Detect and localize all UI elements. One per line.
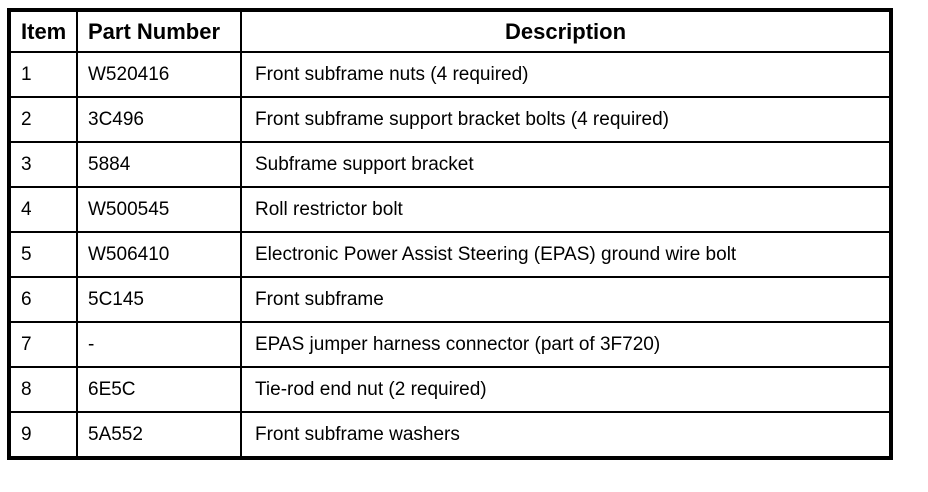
cell-part-number: 3C496: [76, 96, 242, 143]
cell-description: Tie-rod end nut (2 required): [240, 366, 892, 413]
cell-description: Front subframe support bracket bolts (4 …: [240, 96, 892, 143]
cell-description: Front subframe nuts (4 required): [240, 51, 892, 98]
cell-part-number: 5A552: [76, 411, 242, 459]
column-header-description: Description: [240, 9, 892, 53]
cell-item: 7: [8, 321, 78, 368]
cell-item: 4: [8, 186, 78, 233]
cell-description: Roll restrictor bolt: [240, 186, 892, 233]
table-row: 7-EPAS jumper harness connector (part of…: [8, 321, 892, 368]
cell-description: Electronic Power Assist Steering (EPAS) …: [240, 231, 892, 278]
cell-part-number: 5C145: [76, 276, 242, 323]
cell-description: Subframe support bracket: [240, 141, 892, 188]
column-header-item: Item: [8, 9, 78, 53]
cell-item: 2: [8, 96, 78, 143]
cell-item: 1: [8, 51, 78, 98]
cell-part-number: W500545: [76, 186, 242, 233]
cell-item: 9: [8, 411, 78, 459]
header-row: Item Part Number Description: [8, 9, 892, 53]
cell-description: Front subframe washers: [240, 411, 892, 459]
cell-item: 8: [8, 366, 78, 413]
cell-description: Front subframe: [240, 276, 892, 323]
cell-item: 3: [8, 141, 78, 188]
cell-part-number: W506410: [76, 231, 242, 278]
cell-part-number: -: [76, 321, 242, 368]
cell-item: 6: [8, 276, 78, 323]
cell-part-number: W520416: [76, 51, 242, 98]
cell-description: EPAS jumper harness connector (part of 3…: [240, 321, 892, 368]
cell-item: 5: [8, 231, 78, 278]
column-header-part-number: Part Number: [76, 9, 242, 53]
cell-part-number: 5884: [76, 141, 242, 188]
cell-part-number: 6E5C: [76, 366, 242, 413]
